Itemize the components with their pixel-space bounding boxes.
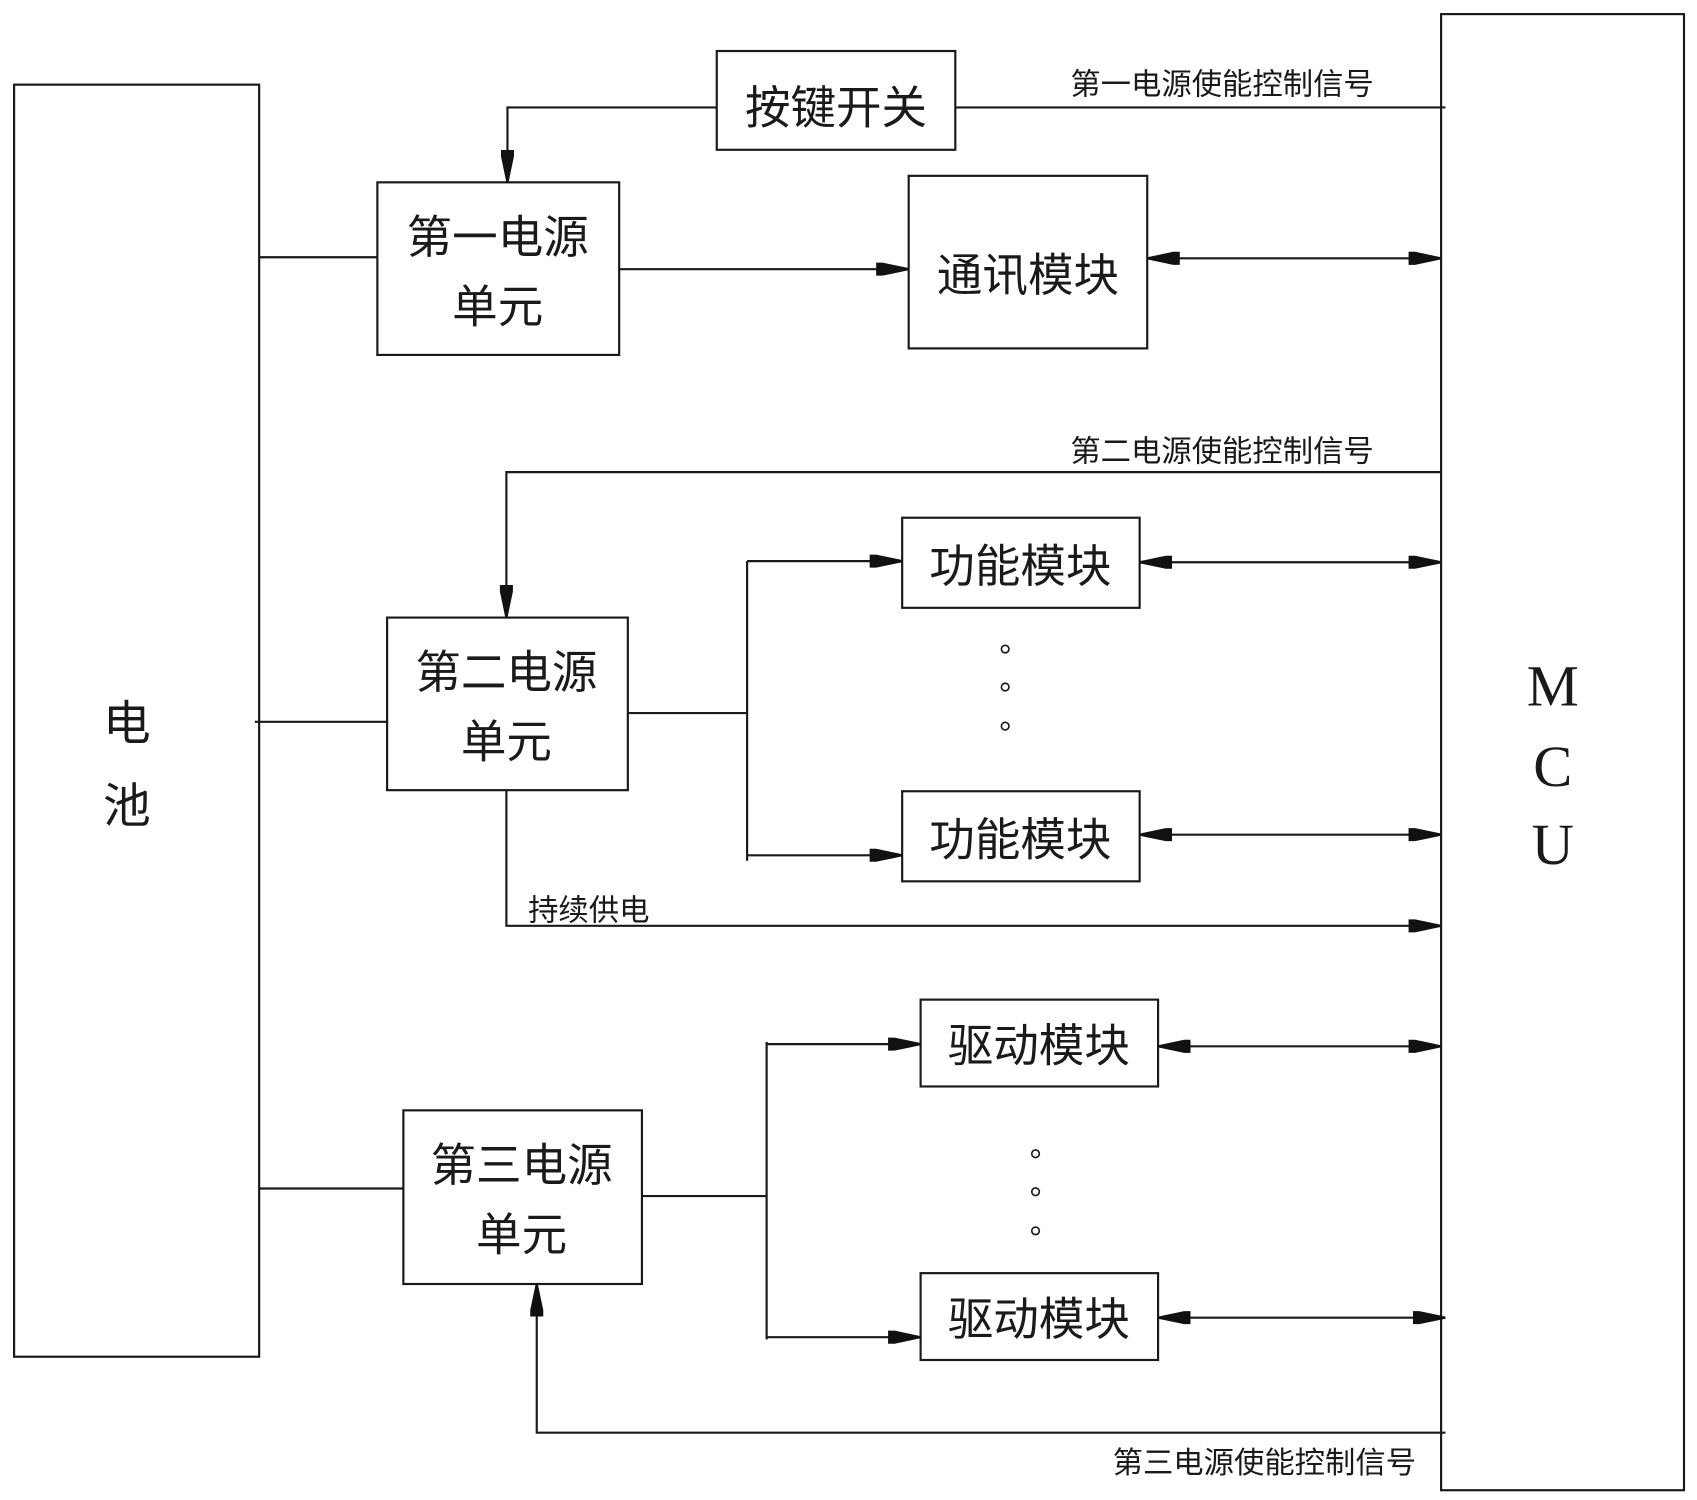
power-unit-3-block: 第三电源 单元 [402, 1109, 644, 1286]
mcu-label-c: C [1533, 734, 1572, 799]
function-module-2-label: 功能模块 [929, 813, 1111, 866]
enable-signal-2-wire [499, 471, 1442, 618]
power-unit-1-block: 第一电源 单元 [376, 181, 621, 357]
drive-ellipsis [1030, 1149, 1041, 1236]
drive-module-1-label: 驱动模块 [948, 1019, 1130, 1072]
comm-module-label: 通讯模块 [937, 249, 1119, 302]
mcu-label-m: M [1527, 653, 1579, 718]
function-module-1-block: 功能模块 [901, 516, 1141, 609]
drive-module-2-block: 驱动模块 [919, 1272, 1160, 1362]
mcu-block: M C U [1440, 13, 1686, 1492]
power-unit-2-block: 第二电源 单元 [386, 616, 629, 792]
power-unit-2-label-1: 第二电源 [415, 646, 597, 699]
drive-module-1-block: 驱动模块 [919, 998, 1160, 1088]
drive-module-2-label: 驱动模块 [948, 1293, 1130, 1346]
enable-signal-3-label: 第三电源使能控制信号 [1113, 1446, 1416, 1481]
enable-signal-3-wire [530, 1284, 1446, 1434]
battery-label-1: 电 [103, 697, 151, 752]
power-unit-1-label-1: 第一电源 [407, 211, 589, 264]
key-switch-block: 按键开关 [715, 49, 957, 151]
enable-signal-2-label: 第二电源使能控制信号 [1070, 434, 1373, 469]
power-unit-3-label-2: 单元 [476, 1208, 567, 1261]
power-unit-3-label-1: 第三电源 [431, 1139, 613, 1192]
continuous-supply-label: 持续供电 [528, 893, 649, 928]
comm-module-block: 通讯模块 [907, 174, 1149, 350]
continuous-supply-wire [505, 790, 1442, 933]
power-unit-1-label-2: 单元 [452, 280, 543, 333]
key-switch-label: 按键开关 [745, 82, 927, 135]
battery-block: 电 池 [13, 83, 261, 1358]
enable-signal-1-label: 第一电源使能控制信号 [1070, 67, 1373, 102]
function-module-1-label: 功能模块 [929, 540, 1111, 593]
key-switch-to-power-unit-1-wire [500, 106, 717, 183]
function-module-2-block: 功能模块 [901, 790, 1141, 883]
function-ellipsis [1000, 644, 1010, 731]
power-unit-2-label-2: 单元 [461, 716, 552, 769]
mcu-label-u: U [1532, 812, 1574, 877]
battery-label-2: 池 [103, 780, 151, 835]
